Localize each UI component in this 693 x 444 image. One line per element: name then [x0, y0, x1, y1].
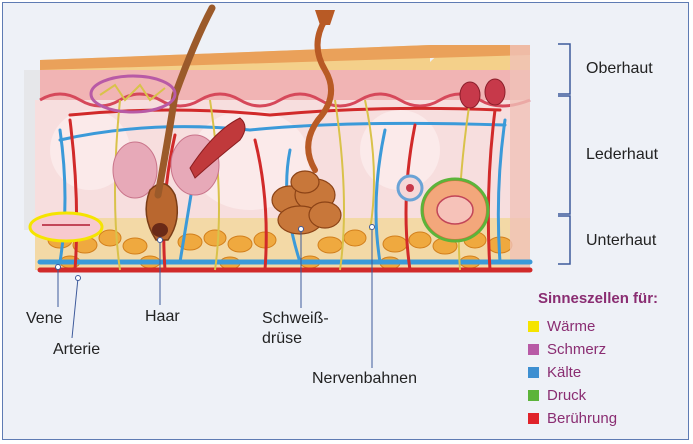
label-nerves: Nervenbahnen	[312, 370, 417, 388]
legend-swatch-pressure	[528, 390, 539, 401]
legend-label-touch: Berührung	[547, 410, 617, 427]
legend-item-warmth: Wärme	[528, 318, 595, 335]
legend-swatch-cold	[528, 367, 539, 378]
layer-label-dermis: Lederhaut	[586, 146, 658, 164]
layer-label-epidermis: Oberhaut	[586, 60, 653, 78]
label-vein: Vene	[26, 310, 62, 328]
layer-brackets	[558, 44, 570, 264]
legend-label-cold: Kälte	[547, 364, 581, 381]
label-artery: Arterie	[53, 341, 100, 359]
legend-item-pain: Schmerz	[528, 341, 606, 358]
legend-label-pain: Schmerz	[547, 341, 606, 358]
layer-label-subcutis: Unterhaut	[586, 232, 656, 250]
label-sweat-gland-line2: drüse	[262, 330, 302, 348]
legend-swatch-touch	[528, 413, 539, 424]
label-hair: Haar	[145, 308, 180, 326]
cold-receptor	[398, 176, 422, 200]
legend-label-warmth: Wärme	[547, 318, 595, 335]
warmth-receptor	[30, 213, 102, 241]
legend-title: Sinneszellen für:	[538, 290, 658, 307]
legend-item-touch: Berührung	[528, 410, 617, 427]
legend-item-cold: Kälte	[528, 364, 581, 381]
legend-label-pressure: Druck	[547, 387, 586, 404]
legend-swatch-pain	[528, 344, 539, 355]
legend-item-pressure: Druck	[528, 387, 586, 404]
label-sweat-gland-line1: Schweiß-	[262, 310, 329, 328]
pressure-receptor	[422, 179, 488, 241]
legend-swatch-warmth	[528, 321, 539, 332]
